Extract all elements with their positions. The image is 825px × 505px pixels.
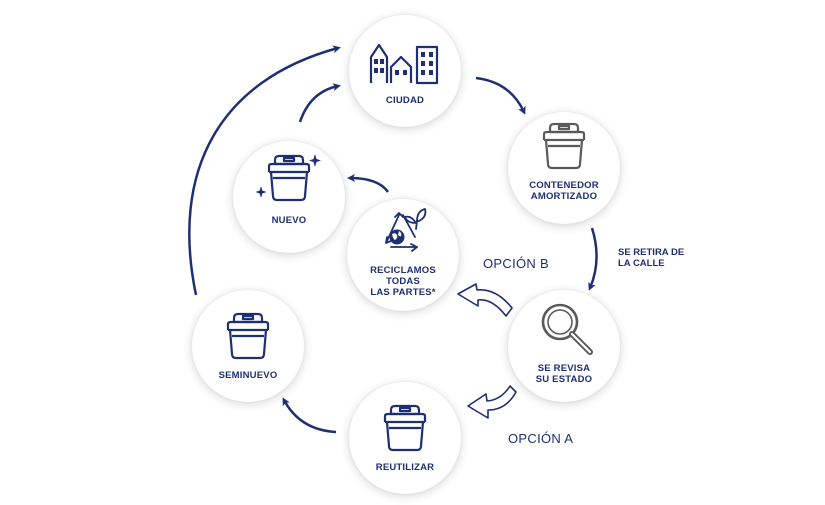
label-contenedor-amortizado: CONTENEDOR AMORTIZADO: [529, 180, 599, 202]
worn-bin-icon: [542, 122, 586, 170]
label-reciclamos: RECICLAMOS TODAS LAS PARTES*: [370, 265, 436, 298]
bin-icon: [226, 312, 270, 360]
arrow-option-a: [467, 385, 517, 419]
magnifier-icon: [541, 303, 593, 355]
arrow-reciclamos-to-nuevo: [347, 174, 390, 193]
label-ciudad: CIUDAD: [385, 95, 425, 106]
buildings-icon: [369, 43, 439, 85]
annotation-se-retira: SE RETIRA DE LA CALLE: [618, 247, 685, 269]
arrow-option-b: [457, 283, 513, 317]
arrow-contenedor-to-revisa: [588, 227, 598, 291]
label-seminuevo: SEMINUEVO: [218, 370, 278, 381]
bin-icon: [383, 404, 427, 452]
sparkle-icon: [309, 154, 321, 167]
label-reutilizar: REUTILIZAR: [375, 462, 435, 473]
node-se-revisa: SE REVISA SU ESTADO: [508, 290, 620, 402]
node-reciclamos: RECICLAMOS TODAS LAS PARTES*: [347, 199, 459, 311]
sparkle-bin-icon: [255, 154, 321, 202]
node-contenedor-amortizado: CONTENEDOR AMORTIZADO: [508, 112, 620, 224]
annotation-opcion-b: OPCIÓN B: [483, 256, 549, 271]
node-reutilizar: REUTILIZAR: [349, 382, 461, 494]
annotation-opcion-a: OPCIÓN A: [508, 431, 574, 446]
sparkle-icon: [255, 186, 267, 198]
node-nuevo: NUEVO: [233, 141, 345, 253]
node-ciudad: CIUDAD: [349, 15, 461, 127]
arrow-reutilizar-to-seminuevo: [282, 397, 337, 434]
label-se-revisa: SE REVISA SU ESTADO: [535, 363, 593, 385]
arrow-nuevo-to-ciudad: [298, 83, 341, 123]
arrow-seminuevo-to-ciudad: [188, 45, 341, 296]
recycle-globe-icon: [385, 208, 427, 252]
arrow-ciudad-to-contenedor: [475, 76, 526, 115]
node-seminuevo: SEMINUEVO: [192, 290, 304, 402]
label-nuevo: NUEVO: [271, 215, 307, 226]
